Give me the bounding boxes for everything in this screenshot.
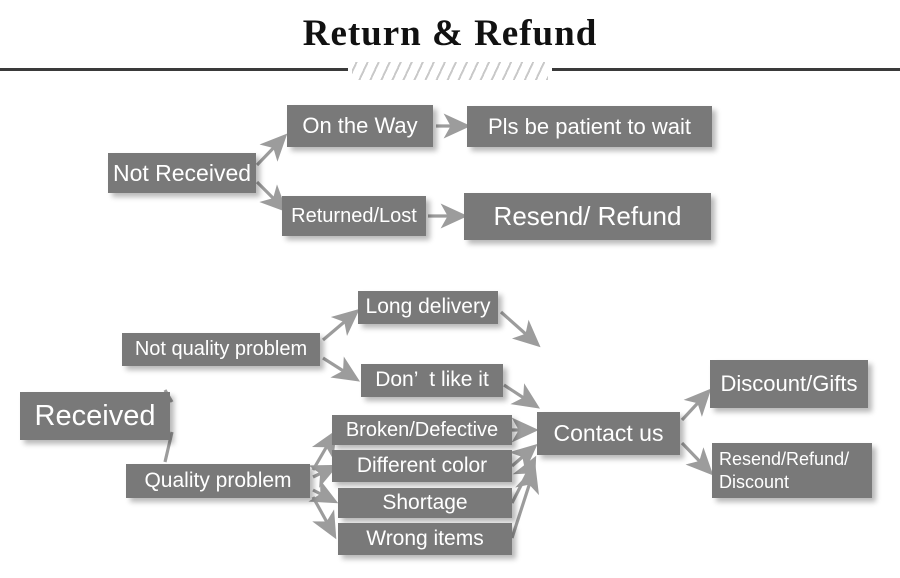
arrow-longdelivery-contact <box>499 310 541 348</box>
arrow-notquality-longdelivery <box>321 308 360 342</box>
arrow-dontlike-contact <box>503 383 541 409</box>
box-not-received[interactable]: Not Received <box>108 153 256 193</box>
box-pls-be-patient-to-wait[interactable]: Pls be patient to wait <box>467 106 712 147</box>
box-contact-us[interactable]: Contact us <box>537 412 680 455</box>
box-broken-defective[interactable]: Broken/Defective <box>332 415 512 445</box>
arrow-contact-resendrefund <box>680 441 714 476</box>
decorative-divider <box>0 62 900 80</box>
box-resend-refund-discount[interactable]: Resend/Refund/ Discount <box>712 443 872 498</box>
diagonal-hatch-icon <box>352 62 548 80</box>
box-dont-like-it[interactable]: Don’ t like it <box>361 364 503 397</box>
box-shortage[interactable]: Shortage <box>338 488 512 518</box>
arrow-quality-shortage <box>308 479 339 504</box>
page-title: Return & Refund <box>302 13 598 54</box>
box-long-delivery[interactable]: Long delivery <box>358 291 498 324</box>
divider-rule-right <box>552 68 900 71</box>
box-returned-lost[interactable]: Returned/Lost <box>282 196 426 236</box>
box-discount-gifts[interactable]: Discount/Gifts <box>710 360 868 408</box>
arrow-quality-broken <box>311 429 337 471</box>
box-received[interactable]: Received <box>20 392 170 440</box>
arrow-contact-discountgifts <box>680 388 712 422</box>
arrow-differentcolor-contact <box>508 443 538 472</box>
arrow-quality-differentcolor <box>308 464 339 488</box>
box-wrong-items[interactable]: Wrong items <box>338 523 512 555</box>
box-not-quality-problem[interactable]: Not quality problem <box>122 333 320 366</box>
arrow-notreceived-returnedlost <box>255 180 288 213</box>
arrow-notreceived-ontheway <box>255 133 288 167</box>
box-different-color[interactable]: Different color <box>332 450 512 482</box>
arrow-notquality-dontlike <box>322 356 361 382</box>
arrow-wrongitems-contact <box>510 465 539 539</box>
box-quality-problem[interactable]: Quality problem <box>126 464 310 498</box>
box-resend-refund[interactable]: Resend/ Refund <box>464 193 711 240</box>
arrow-shortage-contact <box>510 455 537 504</box>
arrow-quality-wrongitems <box>311 496 337 540</box>
box-on-the-way[interactable]: On the Way <box>287 105 433 147</box>
divider-rule-left <box>0 68 348 71</box>
